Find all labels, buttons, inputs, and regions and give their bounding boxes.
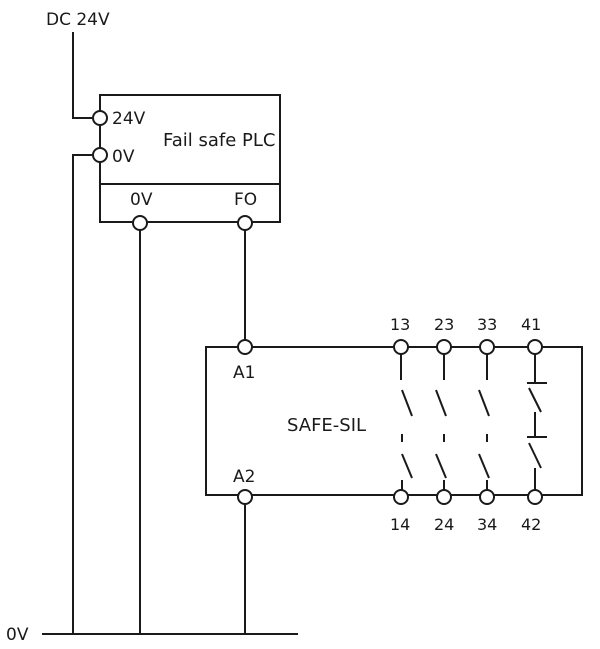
terminal-label-42: 42 <box>521 515 541 534</box>
contact-13-14 <box>400 354 413 490</box>
terminal-label-41: 41 <box>521 315 541 334</box>
plc-out-0v-terminal <box>132 215 148 231</box>
terminal-34 <box>479 489 495 505</box>
dc-24v-wire <box>72 32 92 119</box>
plc-fo-label: FO <box>234 190 257 210</box>
terminal-label-13: 13 <box>390 315 410 334</box>
terminal-label-34: 34 <box>477 515 497 534</box>
plc-out-0v-label: 0V <box>130 190 153 210</box>
plc-box <box>99 94 281 223</box>
terminal-42 <box>527 489 543 505</box>
safe-sil-relay: SAFE-SIL A1 A2 13 23 33 41 14 24 34 42 <box>205 315 583 534</box>
terminal-label-14: 14 <box>390 515 410 534</box>
terminal-label-33: 33 <box>477 315 497 334</box>
plc-0v-label: 0V <box>112 147 135 167</box>
terminal-14 <box>393 489 409 505</box>
plc-24v-label: 24V <box>112 109 146 129</box>
plc-0v-terminal <box>92 147 108 163</box>
contact-33-34 <box>478 354 490 490</box>
contact-41-42 <box>527 354 547 490</box>
contact-23-24 <box>435 354 447 490</box>
relay-a1-label: A1 <box>233 363 255 383</box>
plc-fo-terminal <box>237 215 253 231</box>
terminal-33 <box>479 339 495 355</box>
terminal-label-23: 23 <box>434 315 454 334</box>
zero-volt-bus-label: 0V <box>6 625 29 645</box>
terminal-label-24: 24 <box>434 515 454 534</box>
relay-a2-label: A2 <box>233 467 255 487</box>
fail-safe-plc: Fail safe PLC 24V 0V 0V FO <box>92 94 281 231</box>
relay-title: SAFE-SIL <box>287 415 366 436</box>
terminal-23 <box>436 339 452 355</box>
relay-a1-terminal <box>237 339 253 355</box>
terminal-13 <box>393 339 409 355</box>
dc-24v-label: DC 24V <box>46 10 110 30</box>
plc-24v-terminal <box>92 110 108 126</box>
terminal-24 <box>436 489 452 505</box>
relay-a2-terminal <box>237 489 253 505</box>
plc-title: Fail safe PLC <box>163 130 275 151</box>
terminal-41 <box>527 339 543 355</box>
plc-0v-supply-wire <box>72 154 92 634</box>
relay-box <box>205 346 583 496</box>
